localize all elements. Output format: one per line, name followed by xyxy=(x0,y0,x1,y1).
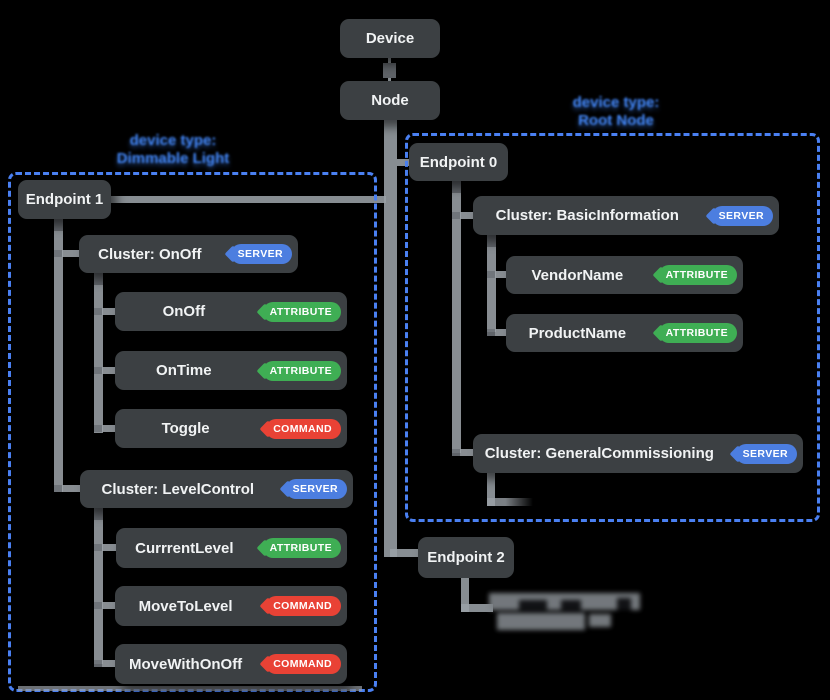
cmd-movewithonoff-label: MoveWithOnOff xyxy=(129,655,243,673)
attr-ontime-box: OnTime ATTRIBUTE xyxy=(115,351,347,390)
node-box: Node xyxy=(340,81,440,120)
connector-attr-ontime xyxy=(94,367,116,374)
connector-ep0-vertical xyxy=(452,181,461,453)
cluster-basicinformation-label: Cluster: BasicInformation xyxy=(495,207,679,224)
connector-attr-vendorname xyxy=(487,271,507,278)
connector-cmd-movetolevel xyxy=(94,602,116,609)
attr-currrentlevel-label: CurrrentLevel xyxy=(135,539,234,557)
connector-cmd-movewithonoff xyxy=(94,660,116,667)
connector-attr-onoff xyxy=(94,308,116,315)
attribute-badge: ATTRIBUTE xyxy=(658,265,737,285)
right-region-caption: device type: Root Node xyxy=(516,94,716,130)
connector-endpoint1 xyxy=(111,196,386,203)
command-badge: COMMAND xyxy=(266,654,341,674)
connector-cluster-basicinfo xyxy=(452,212,475,219)
connector-basicinfo-vertical xyxy=(487,235,496,332)
server-badge: SERVER xyxy=(711,205,773,226)
connector-main-trunk xyxy=(384,120,397,557)
left-caption-line2: Dimmable Light xyxy=(116,150,230,167)
cmd-movewithonoff-box: MoveWithOnOff COMMAND xyxy=(115,644,347,684)
cluster-generalcommissioning-box: Cluster: GeneralCommissioning SERVER xyxy=(473,434,803,473)
attribute-badge: ATTRIBUTE xyxy=(262,301,341,322)
left-caption-line1: device type: xyxy=(129,132,217,149)
endpoint2-box: Endpoint 2 xyxy=(418,537,514,578)
attr-onoff-box: OnOff ATTRIBUTE xyxy=(115,292,347,331)
left-region-caption: device type: Dimmable Light xyxy=(73,132,273,168)
right-caption-line2: Root Node xyxy=(578,112,654,129)
attr-ontime-label: OnTime xyxy=(156,362,212,379)
attr-currrentlevel-box: CurrrentLevel ATTRIBUTE xyxy=(116,528,347,568)
cluster-onoff-label: Cluster: OnOff xyxy=(98,245,202,263)
cluster-basicinformation-box: Cluster: BasicInformation SERVER xyxy=(473,196,779,235)
attribute-badge: ATTRIBUTE xyxy=(658,323,737,343)
command-badge: COMMAND xyxy=(266,418,341,439)
cluster-levelcontrol-label: Cluster: LevelControl xyxy=(101,480,255,498)
node-label: Node xyxy=(371,92,409,109)
attr-productname-label: ProductName xyxy=(528,324,627,342)
right-caption-line1: device type: xyxy=(572,94,660,111)
cmd-toggle-box: Toggle COMMAND xyxy=(115,409,347,448)
connector-cluster-levelcontrol xyxy=(54,485,81,492)
connector-attr-currrentlevel xyxy=(94,544,116,551)
endpoint0-label: Endpoint 0 xyxy=(419,153,498,171)
connector-cmd-toggle xyxy=(94,425,116,432)
connector-endpoint0 xyxy=(397,159,411,166)
connector-ep1-vertical xyxy=(54,219,63,492)
endpoint2-label: Endpoint 2 xyxy=(427,549,505,566)
attribute-badge: ATTRIBUTE xyxy=(262,538,341,558)
cmd-movetolevel-box: MoveToLevel COMMAND xyxy=(115,586,347,626)
connector-gc-more-horizontal xyxy=(487,498,533,506)
cluster-onoff-box: Cluster: OnOff SERVER xyxy=(79,235,298,273)
attribute-badge: ATTRIBUTE xyxy=(262,360,341,381)
connector-cluster-generalcommissioning xyxy=(452,449,475,456)
endpoint1-label: Endpoint 1 xyxy=(25,191,104,208)
endpoint1-box: Endpoint 1 xyxy=(18,180,111,219)
cutoff-box-sliver xyxy=(18,686,362,691)
attr-onoff-label: OnOff xyxy=(162,303,206,320)
device-label: Device xyxy=(365,30,415,47)
device-box: Device xyxy=(340,19,440,58)
connector-levelcontrol-vertical xyxy=(94,508,103,664)
connector-endpoint2 xyxy=(390,549,420,557)
attr-productname-box: ProductName ATTRIBUTE xyxy=(506,314,743,352)
cmd-toggle-label: Toggle xyxy=(161,420,210,437)
server-badge: SERVER xyxy=(285,479,347,499)
connector-gc-more-vertical xyxy=(487,473,495,506)
connector-ep2-more-horizontal xyxy=(461,604,493,612)
cluster-levelcontrol-box: Cluster: LevelControl SERVER xyxy=(80,470,353,508)
connector-cluster-onoff xyxy=(54,250,81,257)
server-badge: SERVER xyxy=(230,244,292,264)
connector-onoff-vertical xyxy=(94,273,103,433)
endpoint0-box: Endpoint 0 xyxy=(409,143,508,181)
connector-device-node-cap xyxy=(383,63,396,78)
connector-attr-productname xyxy=(487,329,507,336)
blurred-extra-content xyxy=(489,591,644,635)
attr-vendorname-box: VendorName ATTRIBUTE xyxy=(506,256,743,294)
attr-vendorname-label: VendorName xyxy=(531,266,624,284)
command-badge: COMMAND xyxy=(266,596,341,616)
server-badge: SERVER xyxy=(735,443,797,464)
right-region-border xyxy=(405,133,820,522)
connector-ep2-more-vertical xyxy=(461,578,469,612)
cmd-movetolevel-label: MoveToLevel xyxy=(138,597,233,615)
cluster-generalcommissioning-label: Cluster: GeneralCommissioning xyxy=(484,445,714,462)
